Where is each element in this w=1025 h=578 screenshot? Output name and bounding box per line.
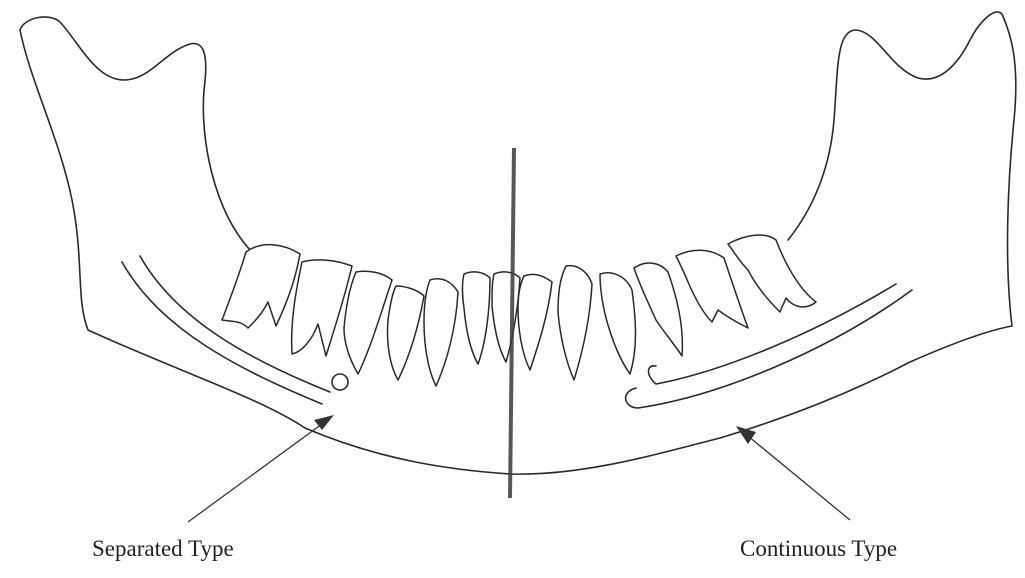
arrow-right <box>736 426 850 520</box>
mental-foramen-left <box>332 374 348 390</box>
arrow-left <box>188 415 334 522</box>
continuous-type-label: Continuous Type <box>740 536 897 562</box>
midline <box>510 148 514 498</box>
teeth-row <box>222 235 816 386</box>
mandible-outline <box>20 12 1016 474</box>
separated-type-label: Separated Type <box>92 536 234 562</box>
